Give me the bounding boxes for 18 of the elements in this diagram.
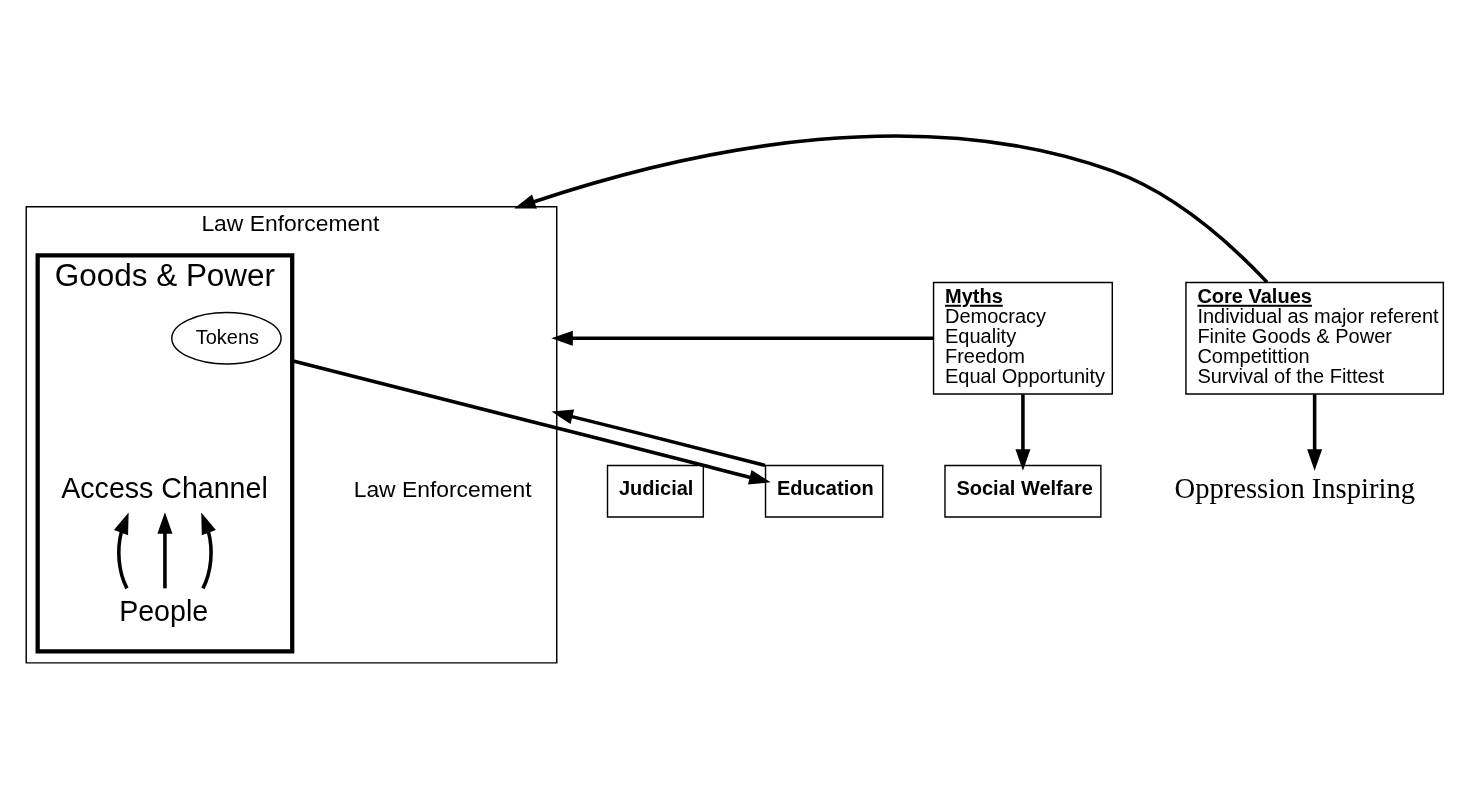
node-box: Education: [764, 464, 884, 518]
node-box: Judicial: [606, 464, 705, 518]
node-text: People: [119, 594, 209, 627]
arrow: [114, 512, 129, 589]
arrow: [551, 408, 766, 467]
arrow: [291, 358, 771, 485]
arrow: [551, 330, 934, 346]
arrow: [514, 134, 1269, 283]
arrow: [201, 512, 216, 589]
node-box: Social Welfare: [944, 464, 1102, 518]
node-ellipse: Tokens: [171, 311, 282, 365]
arrow: [1307, 393, 1323, 471]
arrow: [1015, 393, 1031, 471]
node-text: Access Channel: [61, 471, 268, 504]
node-box: Core Values Individual as major referent Finite Goods & Power Competittion Survival of the Fittest: [1185, 281, 1445, 395]
node-box: Myths Democracy Equality Freedom Equal Opportunity: [932, 281, 1113, 395]
node-text: Oppression Inspiring: [1174, 472, 1416, 504]
arrow: [157, 511, 173, 588]
